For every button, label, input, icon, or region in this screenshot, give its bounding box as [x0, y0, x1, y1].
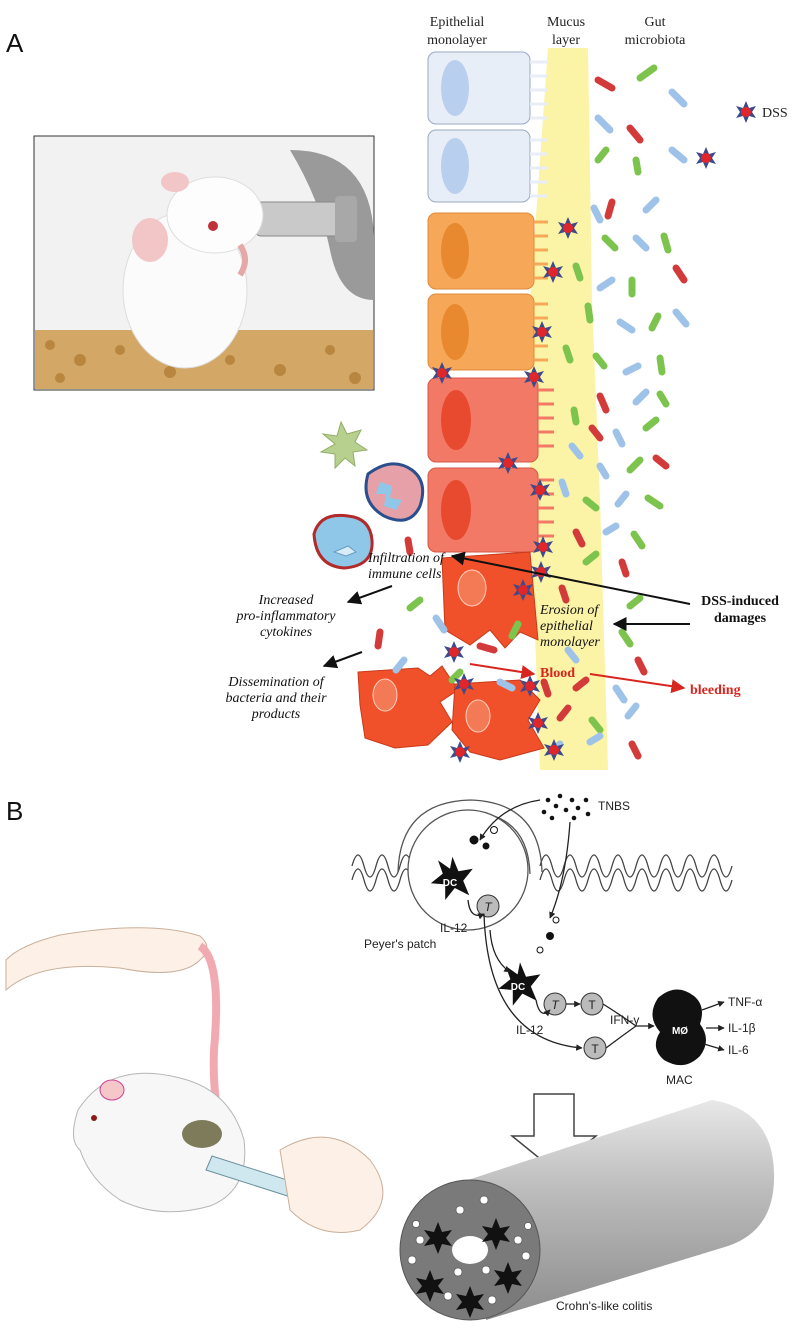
svg-text:DSS: DSS — [762, 106, 788, 121]
label-il1b: IL-1β — [728, 1021, 756, 1035]
svg-text:DC: DC — [511, 982, 525, 993]
label-bleeding: bleeding — [690, 683, 741, 698]
svg-text:Gut: Gut — [645, 15, 666, 30]
svg-text:T: T — [551, 998, 560, 1012]
svg-text:DC: DC — [443, 878, 457, 889]
header-epithelial-monolayer: Epithelial monolayer — [427, 15, 487, 48]
svg-text:Increased: Increased — [258, 593, 315, 608]
label-erosion: Erosion of epithelial monolayer — [539, 603, 600, 650]
svg-text:MØ: MØ — [672, 1026, 688, 1037]
label-il12-patch: IL-12 — [440, 921, 468, 935]
label-il6: IL-6 — [728, 1043, 749, 1057]
t-cell-2: T — [580, 992, 604, 1016]
tnbs-particles — [541, 793, 591, 821]
svg-text:layer: layer — [552, 33, 580, 48]
dendritic-cell-lamina: DC — [498, 962, 541, 1006]
label-peyers-patch: Peyer's patch — [364, 937, 436, 951]
epithelial-monolayer — [357, 51, 554, 761]
svg-text:T: T — [484, 900, 493, 914]
label-cytokines: Increased pro-inflammatory cytokines — [235, 593, 336, 640]
antigen-particles — [469, 826, 560, 954]
svg-text:Erosion of: Erosion of — [539, 603, 600, 618]
svg-text:Dissemination of: Dissemination of — [227, 675, 325, 690]
t-cell-patch: T — [476, 894, 500, 918]
panel-b-arrows — [467, 799, 725, 1052]
svg-text:cytokines: cytokines — [260, 625, 313, 640]
label-tnf-alpha: TNF-α — [728, 995, 762, 1009]
immune-cells — [312, 420, 425, 570]
label-dissemination: Dissemination of bacteria and their prod… — [225, 675, 327, 722]
label-dss-damages: DSS-induced damages — [701, 594, 779, 626]
svg-text:products: products — [251, 707, 301, 722]
svg-text:monolayer: monolayer — [540, 635, 600, 650]
svg-text:Mucus: Mucus — [547, 15, 585, 30]
svg-text:DSS-induced: DSS-induced — [701, 594, 779, 609]
panel-a-arrows — [322, 551, 691, 669]
svg-text:epithelial: epithelial — [540, 619, 593, 634]
svg-text:bacteria and their: bacteria and their — [225, 691, 327, 706]
header-mucus-layer: Mucus layer — [547, 15, 585, 48]
label-blood: Blood — [540, 666, 575, 681]
bleeding-arrows — [469, 663, 686, 694]
label-mac: MAC — [666, 1073, 693, 1087]
header-gut-microbiota: Gut microbiota — [625, 15, 686, 48]
svg-text:T: T — [588, 998, 596, 1012]
svg-text:monolayer: monolayer — [427, 33, 487, 48]
svg-text:Infiltration of: Infiltration of — [367, 551, 446, 566]
dss-legend-icon — [736, 101, 756, 123]
label-tnbs: TNBS — [598, 799, 630, 813]
svg-text:damages: damages — [714, 611, 767, 626]
panel-b-letter: B — [6, 796, 23, 826]
colon-cylinder — [399, 1100, 775, 1321]
svg-text:immune cells: immune cells — [368, 567, 442, 582]
mouse-drinking-photo — [33, 135, 375, 391]
t-cell-3: T — [583, 1036, 607, 1060]
mucus-layer — [530, 48, 608, 770]
gut-microbiota-bacteria — [374, 64, 690, 760]
mouse-injection-illustration — [5, 927, 384, 1233]
svg-text:T: T — [591, 1042, 599, 1056]
panel-a-letter: A — [6, 28, 24, 58]
dss-legend: DSS — [736, 101, 788, 123]
svg-text:pro-inflammatory: pro-inflammatory — [235, 609, 336, 624]
svg-text:Epithelial: Epithelial — [430, 15, 485, 30]
dendritic-cell-patch: DC — [430, 856, 473, 900]
label-infiltration: Infiltration of immune cells — [367, 551, 446, 582]
svg-text:microbiota: microbiota — [625, 33, 686, 48]
label-crohns-colitis: Crohn's-like colitis — [556, 1299, 652, 1313]
macrophage: MØ — [652, 989, 706, 1066]
